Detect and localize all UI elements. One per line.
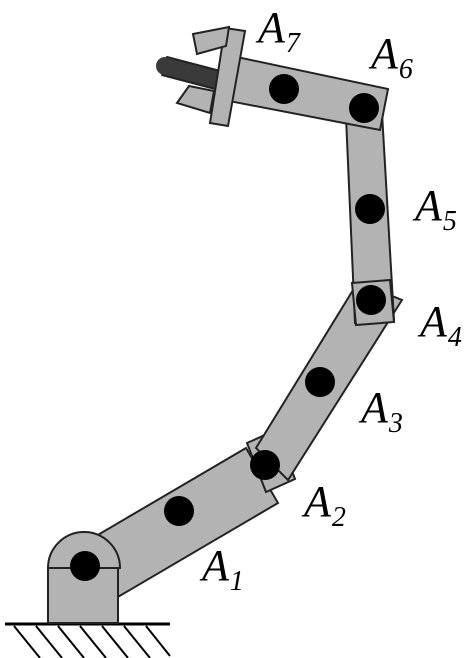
label-a1: A1: [199, 541, 244, 597]
end-effector: [156, 25, 247, 128]
label-a7: A7: [255, 3, 301, 59]
joint-a6-mid: [269, 74, 299, 104]
joint-a5-mid: [355, 194, 385, 224]
joint-a4: [356, 285, 386, 315]
tool-tip: [156, 57, 174, 75]
label-a4: A4: [417, 297, 462, 353]
ground-hatching: [13, 625, 171, 658]
joint-a2: [250, 450, 280, 480]
label-a6: A6: [368, 29, 413, 85]
label-a3: A3: [358, 383, 403, 439]
base: [46, 531, 122, 624]
joint-a1-mid: [164, 496, 194, 526]
base-dome: [46, 531, 122, 569]
gripper-jaw-upper: [191, 25, 231, 56]
label-a5: A5: [412, 181, 457, 237]
gripper-plate: [208, 26, 247, 128]
joint-base: [70, 551, 100, 581]
label-a2: A2: [301, 477, 346, 533]
joint-a6: [349, 93, 379, 123]
gripper-jaw-lower: [175, 84, 216, 115]
joint-a3-mid: [305, 367, 335, 397]
ground: [5, 622, 171, 658]
joints: [70, 74, 386, 581]
